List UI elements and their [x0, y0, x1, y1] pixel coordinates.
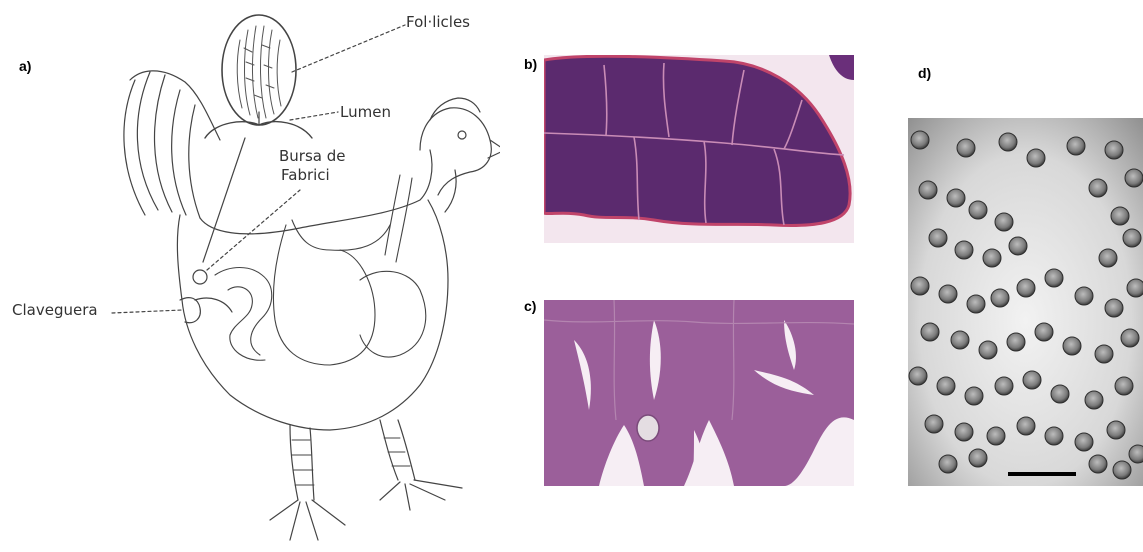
virus-particle: [911, 131, 929, 149]
virus-particle: [1075, 287, 1093, 305]
follicle-strands: [237, 26, 281, 118]
virus-particle: [1067, 137, 1085, 155]
virus-particle: [1035, 323, 1053, 341]
virus-particle: [919, 181, 937, 199]
virus-particle: [909, 367, 927, 385]
chicken-diagram: [0, 0, 500, 552]
virus-particle: [921, 323, 939, 341]
virus-particle: [957, 139, 975, 157]
virus-particle: [1115, 377, 1133, 395]
virus-particle: [983, 249, 1001, 267]
panel-label-b: b): [524, 56, 537, 72]
virus-particle: [951, 331, 969, 349]
virus-particle: [939, 455, 957, 473]
virus-particle: [911, 277, 929, 295]
virus-particle: [991, 289, 1009, 307]
virus-particle: [1105, 299, 1123, 317]
virus-particle: [1089, 179, 1107, 197]
virus-particle: [1125, 169, 1143, 187]
virus-particle: [965, 387, 983, 405]
virus-particle: [1027, 149, 1045, 167]
virus-particle: [939, 285, 957, 303]
virus-particle: [1007, 333, 1025, 351]
virus-particle: [987, 427, 1005, 445]
electron-micrograph-panel-d: [908, 118, 1143, 486]
virus-particle: [969, 201, 987, 219]
virus-particle: [1075, 433, 1093, 451]
follicle-inset-oval: [222, 15, 296, 125]
virus-particle: [1017, 279, 1035, 297]
panel-label-c: c): [524, 298, 536, 314]
scale-bar: [1008, 472, 1076, 476]
virus-particle: [1113, 461, 1131, 479]
virus-particle: [995, 377, 1013, 395]
virus-particle: [1063, 337, 1081, 355]
virus-particle: [1129, 445, 1143, 463]
virus-particle: [1009, 237, 1027, 255]
virus-particle: [925, 415, 943, 433]
virus-particle: [1105, 141, 1123, 159]
virus-particle: [1017, 417, 1035, 435]
virus-particle: [937, 377, 955, 395]
virus-particle: [1051, 385, 1069, 403]
virus-particle: [1123, 229, 1141, 247]
virus-particle: [969, 449, 987, 467]
virus-particle: [995, 213, 1013, 231]
virus-particle: [967, 295, 985, 313]
virus-particle: [999, 133, 1017, 151]
histology-panel-b: [544, 55, 854, 243]
virus-particle: [947, 189, 965, 207]
virus-particle: [929, 229, 947, 247]
virus-particle: [1085, 391, 1103, 409]
virus-particle: [955, 423, 973, 441]
virus-particle: [1107, 421, 1125, 439]
panel-label-d: d): [918, 65, 931, 81]
virus-particle: [1045, 269, 1063, 287]
virus-particle: [1121, 329, 1139, 347]
virus-particle: [1045, 427, 1063, 445]
virus-particle: [1095, 345, 1113, 363]
virus-particle: [1023, 371, 1041, 389]
histology-panel-c: [544, 300, 854, 486]
virus-particle: [1111, 207, 1129, 225]
bursa-de-fabrici-drawing: [193, 270, 207, 284]
virus-particle: [1127, 279, 1143, 297]
virus-particle: [955, 241, 973, 259]
virus-particle: [1089, 455, 1107, 473]
virus-particle: [1099, 249, 1117, 267]
virus-particle: [979, 341, 997, 359]
